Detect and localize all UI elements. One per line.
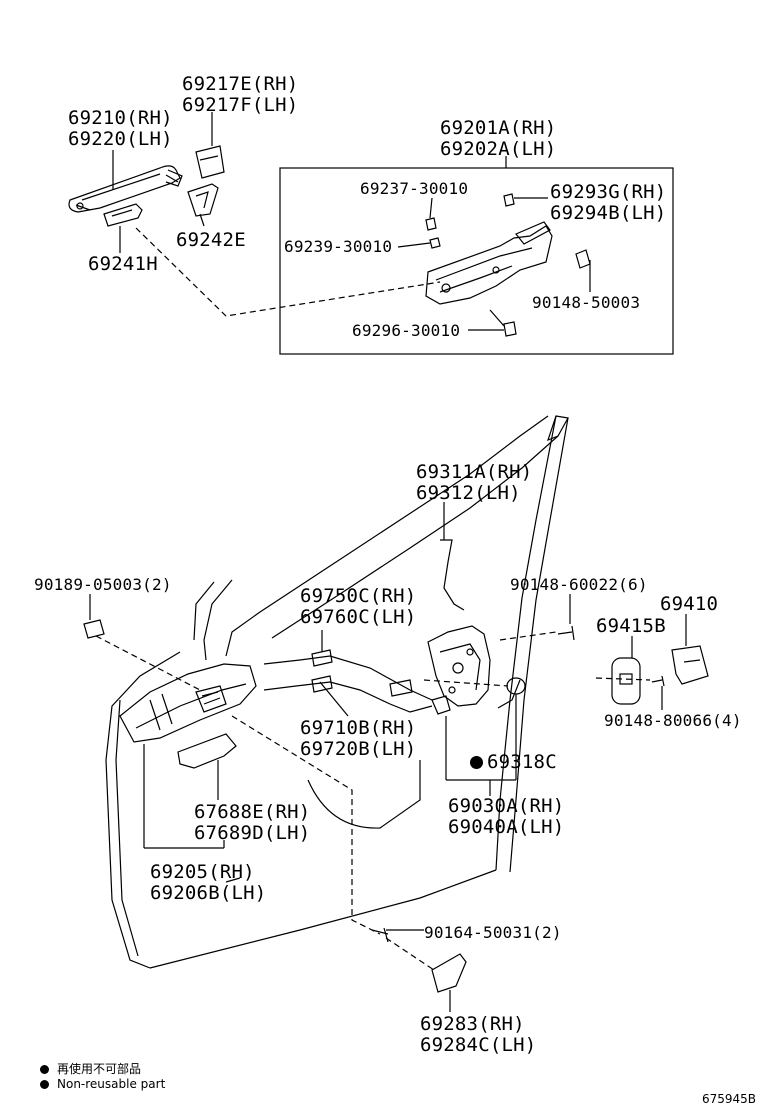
handle-cap-part	[195, 145, 225, 179]
label-90148-80066: 90148-80066(4)	[604, 711, 742, 730]
label-frame-assembly: 69201A(RH)69202A(LH)	[440, 117, 557, 160]
legend-chinese: 再使用不可部品	[40, 1060, 141, 1077]
legend-dot-icon	[40, 1080, 49, 1089]
legend-dot-icon	[40, 1065, 49, 1074]
legend-chinese-text: 再使用不可部品	[57, 1062, 142, 1076]
screw-part	[557, 625, 575, 641]
non-reusable-marker	[470, 756, 483, 769]
legend-english: Non-reusable part	[40, 1077, 165, 1091]
inside-handle-part	[119, 663, 257, 743]
label-90164: 90164-50031(2)	[424, 923, 562, 942]
diagram-code: 675945B	[701, 1092, 756, 1106]
handle-pad-lower-part	[103, 203, 143, 227]
label-69239: 69239-30010	[284, 237, 393, 256]
label-90189: 90189-05003(2)	[34, 575, 172, 594]
handle-frame-part	[425, 221, 553, 305]
label-90148-50003: 90148-50003	[532, 293, 641, 312]
label-lock-rod: 69311A(RH)69312(LH)	[416, 461, 533, 504]
label-door-lock: 69030A(RH)69040A(LH)	[448, 795, 565, 838]
striker-cover-part	[611, 657, 641, 705]
bolt-part	[371, 927, 389, 943]
label-69293: 69293G(RH)69294B(LH)	[550, 181, 667, 224]
label-69237: 69237-30010	[360, 179, 469, 198]
label-hole-cover: 69283(RH)69284C(LH)	[420, 1013, 537, 1056]
label-handle-pad: 69242E	[176, 229, 246, 251]
label-cable-upper: 69750C(RH)69760C(LH)	[300, 585, 417, 628]
label-striker: 69410	[660, 593, 719, 615]
bezel-part	[177, 733, 237, 769]
label-grommet: 69318C	[470, 752, 557, 773]
label-inside-handle: 69205(RH)69206B(LH)	[150, 861, 267, 904]
cable-upper	[263, 655, 433, 701]
outside-handle-part	[68, 165, 183, 213]
label-striker-cover: 69415B	[596, 615, 666, 637]
label-handle-pad-lower: 69241H	[88, 253, 158, 275]
label-handle-cap: 69217E(RH)69217F(LH)	[182, 73, 299, 116]
legend-english-text: Non-reusable part	[57, 1077, 166, 1091]
hole-cover-part	[431, 953, 467, 993]
door-lock-part	[427, 625, 491, 715]
door-outline	[105, 415, 569, 969]
label-bezel: 67688E(RH)67689D(LH)	[194, 801, 311, 844]
label-cable-lower: 69710B(RH)69720B(LH)	[300, 717, 417, 760]
cable-lower	[263, 681, 433, 713]
handle-pad-part	[187, 183, 219, 217]
lock-rod	[440, 539, 465, 611]
label-69296: 69296-30010	[352, 321, 461, 340]
clip-part	[83, 619, 105, 639]
label-90148-60022: 90148-60022(6)	[510, 575, 648, 594]
frame-assembly-box	[279, 167, 674, 355]
label-outside-handle: 69210(RH)69220(LH)	[68, 107, 173, 150]
striker-part	[671, 645, 709, 685]
